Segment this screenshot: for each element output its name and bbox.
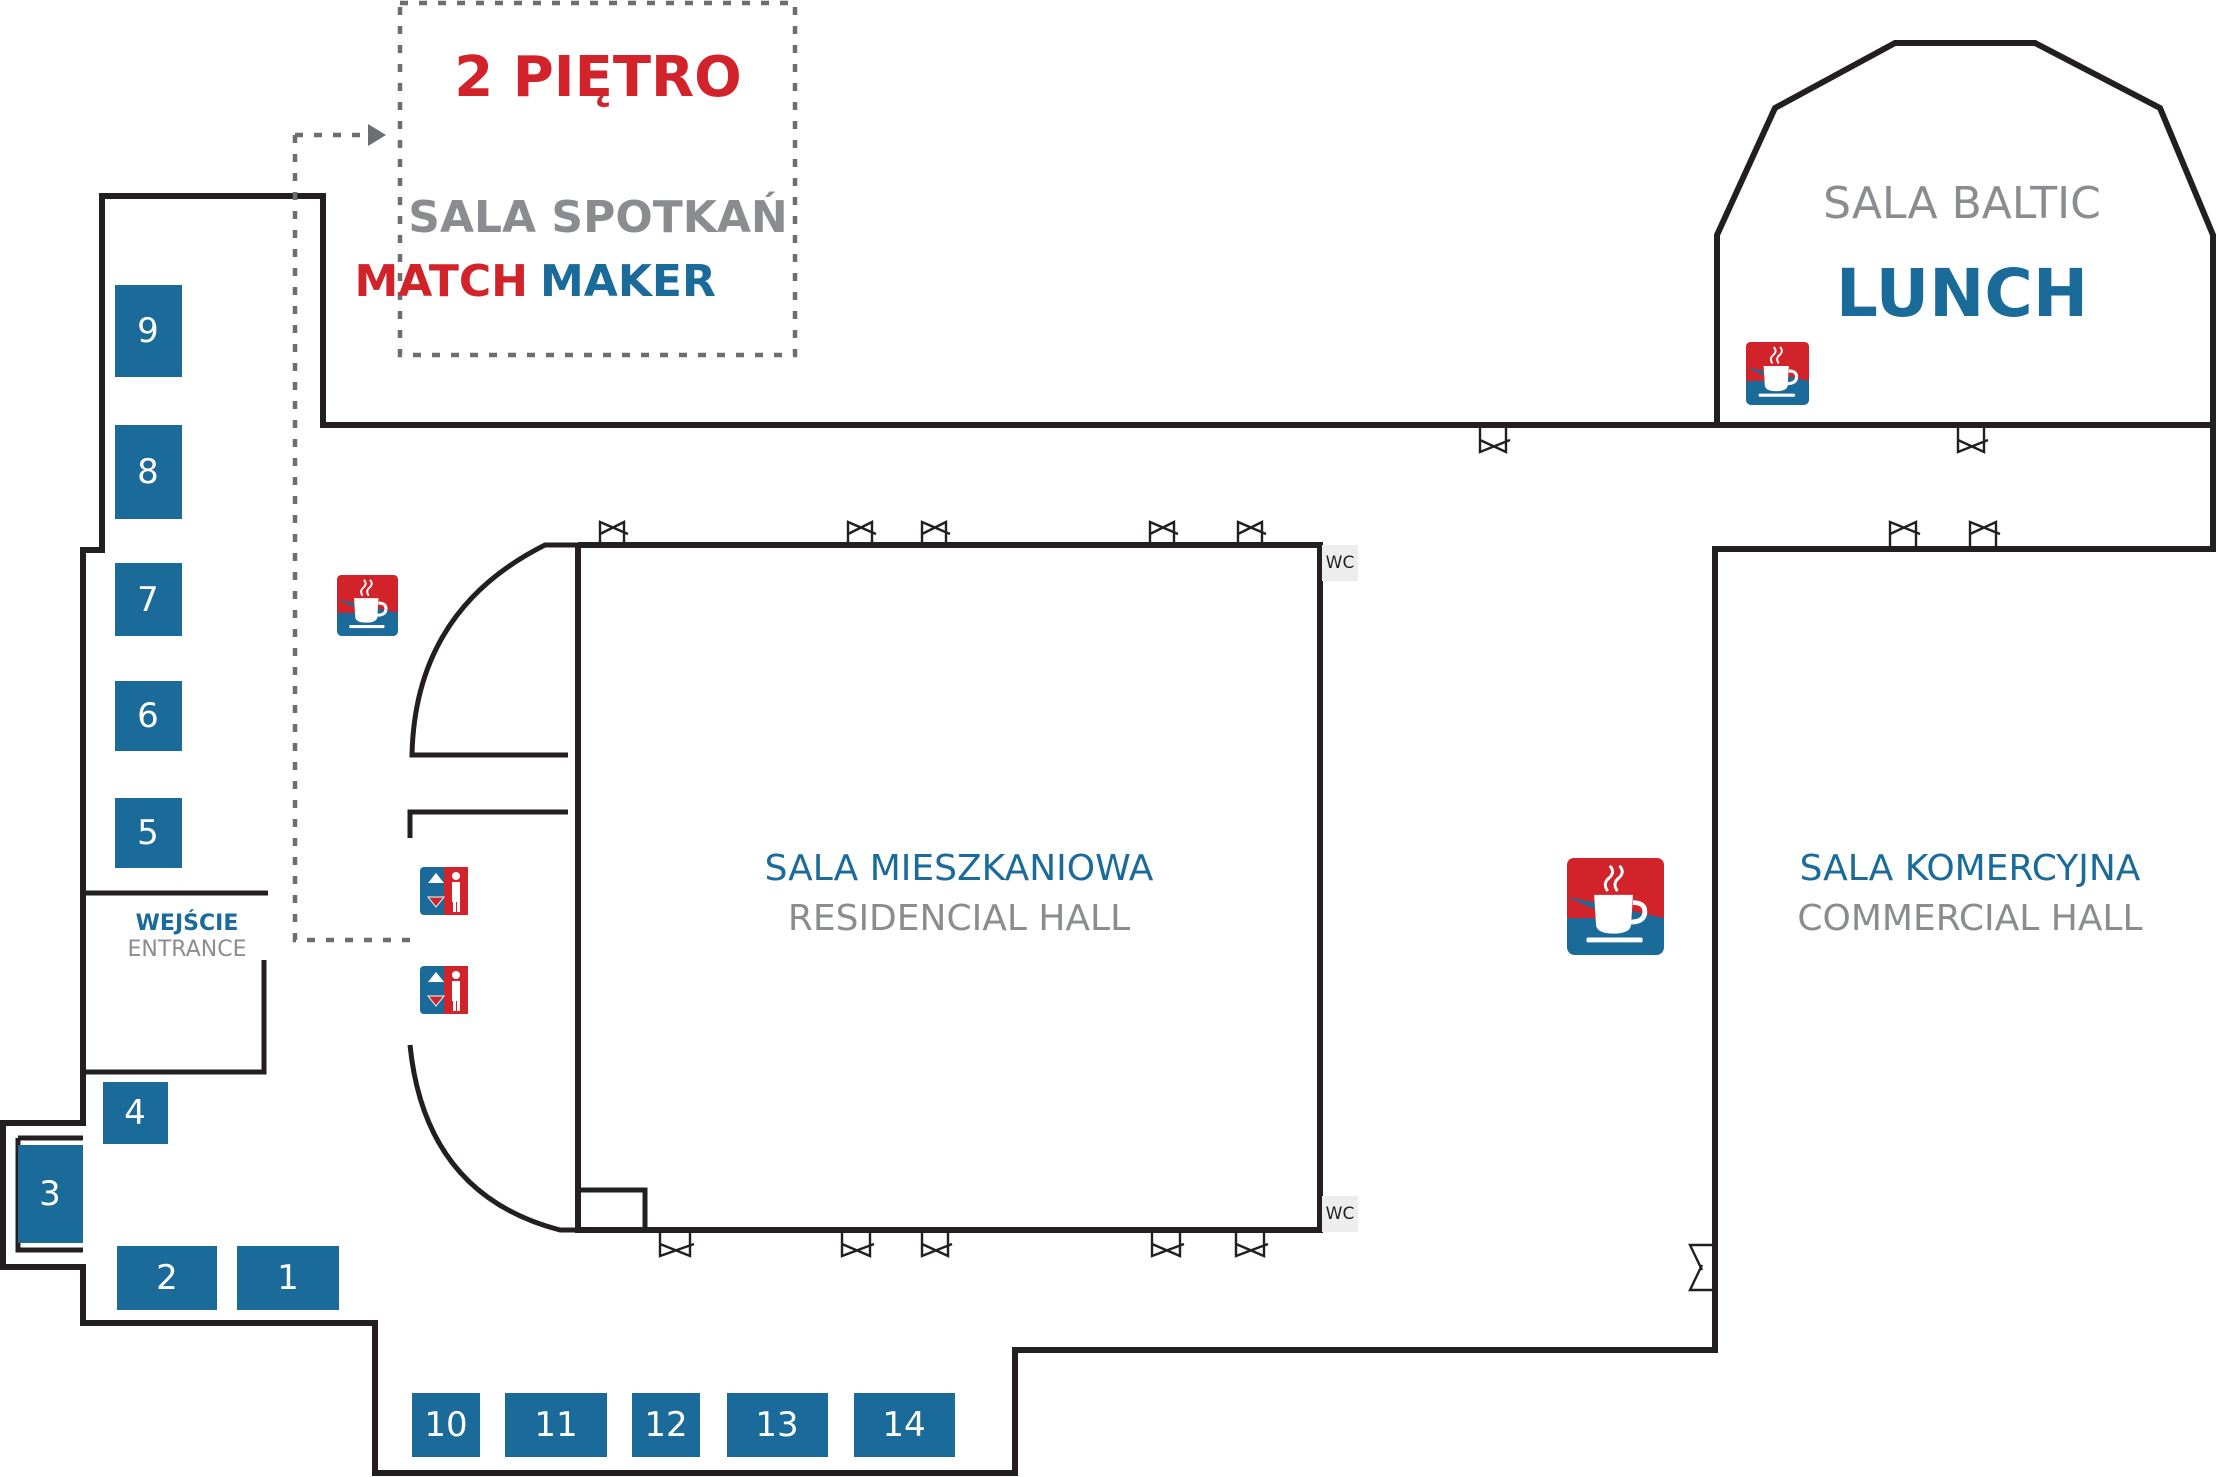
svg-text:14: 14 [882,1405,925,1445]
booths: 9 8 7 6 5 4 3 2 1 10 11 12 13 14 [18,285,955,1457]
svg-text:11: 11 [534,1405,577,1445]
booth-11[interactable]: 11 [505,1393,607,1457]
coffee-cup-icon[interactable] [335,573,400,638]
svg-text:6: 6 [137,696,159,736]
labels: 2 PIĘTRO SALA SPOTKAŃ MATCH MAKER SALA B… [128,45,2143,962]
svg-text:WC: WC [1326,1204,1355,1224]
svg-text:13: 13 [755,1405,798,1445]
booth-6[interactable]: 6 [115,681,182,751]
booth-1[interactable]: 1 [237,1246,339,1310]
outer-walls [0,40,2216,1476]
svg-text:10: 10 [424,1405,467,1445]
svg-text:5: 5 [137,813,159,853]
residential-hall-label: SALA MIESZKANIOWA [765,848,1154,889]
booth-12[interactable]: 12 [632,1393,700,1457]
svg-text:1: 1 [277,1258,299,1298]
residential-hall-en-label: RESIDENCIAL HALL [788,898,1130,939]
booth-2[interactable]: 2 [117,1246,217,1310]
entrance-en-label: ENTRANCE [128,937,247,962]
booth-13[interactable]: 13 [727,1393,828,1457]
coffee-cup-icon[interactable] [1744,340,1811,407]
meeting-room-label: SALA SPOTKAŃ [408,190,787,243]
svg-text:4: 4 [124,1093,146,1133]
booth-3[interactable]: 3 [18,1145,83,1243]
booth-14[interactable]: 14 [854,1393,955,1457]
svg-text:12: 12 [644,1405,687,1445]
booth-8[interactable]: 8 [115,425,182,519]
match-label: MATCH [354,256,528,307]
booth-5[interactable]: 5 [115,798,182,868]
commercial-hall-label: SALA KOMERCYJNA [1800,848,2141,889]
commercial-hall-en-label: COMMERCIAL HALL [1797,898,2142,939]
elevator-icon[interactable] [419,866,469,916]
svg-text:8: 8 [137,452,159,492]
wc-top[interactable]: WC [1322,545,1358,581]
svg-text:3: 3 [39,1174,61,1214]
svg-text:2: 2 [156,1258,178,1298]
booth-7[interactable]: 7 [115,563,182,636]
booth-4[interactable]: 4 [103,1082,168,1144]
booth-10[interactable]: 10 [412,1393,480,1457]
wc-bottom[interactable]: WC [1322,1196,1358,1232]
maker-label: MAKER [540,256,716,307]
svg-text:9: 9 [137,311,159,351]
coffee-cup-icon[interactable] [1567,858,1664,955]
doors [598,425,2001,1292]
floor2-title: 2 PIĘTRO [454,45,742,110]
route-to-second-floor [292,0,798,943]
svg-text:7: 7 [137,580,159,620]
lunch-label: LUNCH [1836,255,2088,332]
svg-text:WC: WC [1326,553,1355,573]
entrance-pl-label: WEJŚCIE [136,910,239,936]
booth-9[interactable]: 9 [115,285,182,377]
baltic-room-label: SALA BALTIC [1823,178,2101,229]
elevator-icon[interactable] [419,965,469,1015]
